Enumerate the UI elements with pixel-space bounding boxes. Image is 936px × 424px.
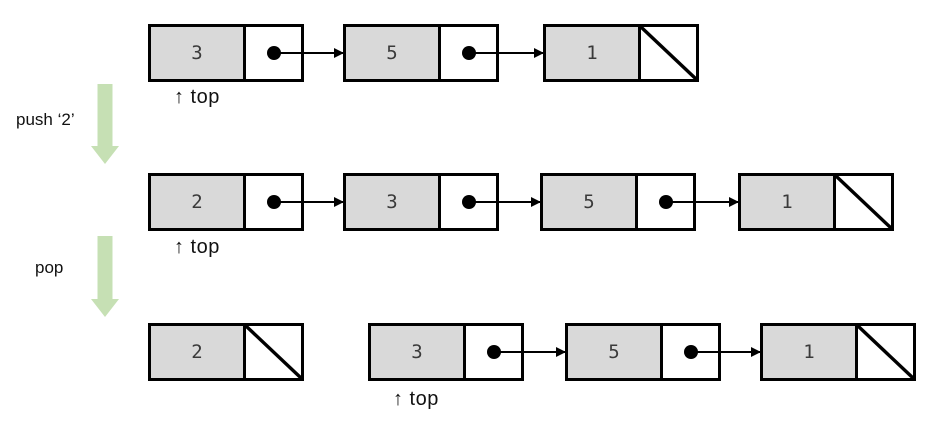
push-operation-label: push ‘2’ <box>16 110 75 129</box>
top-pointer-label: ↑ top <box>174 86 220 108</box>
node-pointer-cell <box>246 27 301 79</box>
node-value: 5 <box>346 27 441 79</box>
arrowhead-icon <box>556 347 566 357</box>
null-slash-icon <box>246 326 301 378</box>
node-value: 3 <box>346 176 441 228</box>
null-slash-icon <box>641 27 696 79</box>
node-pointer-cell <box>246 326 301 378</box>
pointer-dot-icon <box>266 195 281 209</box>
null-slash-icon <box>836 176 891 228</box>
node-pointer-cell <box>858 326 913 378</box>
next-pointer-arrow <box>274 197 344 207</box>
pointer-dot-icon <box>683 345 698 359</box>
pointer-dot-icon <box>658 195 673 209</box>
arrowhead-icon <box>531 197 541 207</box>
node-value: 3 <box>371 326 466 378</box>
node-value: 2 <box>151 326 246 378</box>
list-node: 5 <box>565 323 721 381</box>
top-pointer-label: ↑ top <box>393 388 439 410</box>
pointer-dot-icon <box>461 195 476 209</box>
arrowhead-icon <box>729 197 739 207</box>
next-pointer-arrow <box>494 347 566 357</box>
list-node: 1 <box>543 24 699 82</box>
list-node-popped: 2 <box>148 323 304 381</box>
arrowhead-icon <box>334 48 344 58</box>
arrowhead-icon <box>334 197 344 207</box>
next-pointer-arrow <box>691 347 761 357</box>
next-pointer-arrow <box>666 197 739 207</box>
list-node: 5 <box>343 24 499 82</box>
node-value: 5 <box>543 176 638 228</box>
next-pointer-arrow <box>469 48 544 58</box>
arrowhead-icon <box>751 347 761 357</box>
node-value: 2 <box>151 176 246 228</box>
node-value: 1 <box>741 176 836 228</box>
list-node: 1 <box>760 323 916 381</box>
node-value: 5 <box>568 326 663 378</box>
node-value: 1 <box>763 326 858 378</box>
pop-operation-label: pop <box>35 258 64 277</box>
arrowhead-icon <box>534 48 544 58</box>
node-pointer-cell <box>441 176 496 228</box>
pointer-dot-icon <box>461 46 476 60</box>
null-slash-icon <box>858 326 913 378</box>
next-pointer-arrow <box>469 197 541 207</box>
top-pointer-label: ↑ top <box>174 236 220 258</box>
list-node: 1 <box>738 173 894 231</box>
down-arrow-icon <box>91 84 119 164</box>
list-node: 3 <box>368 323 524 381</box>
pointer-dot-icon <box>486 345 501 359</box>
node-pointer-cell <box>641 27 696 79</box>
pointer-dot-icon <box>266 46 281 60</box>
node-value: 1 <box>546 27 641 79</box>
next-pointer-arrow <box>274 48 344 58</box>
down-arrow-icon <box>91 236 119 317</box>
node-value: 3 <box>151 27 246 79</box>
list-node: 3 <box>343 173 499 231</box>
node-pointer-cell <box>836 176 891 228</box>
